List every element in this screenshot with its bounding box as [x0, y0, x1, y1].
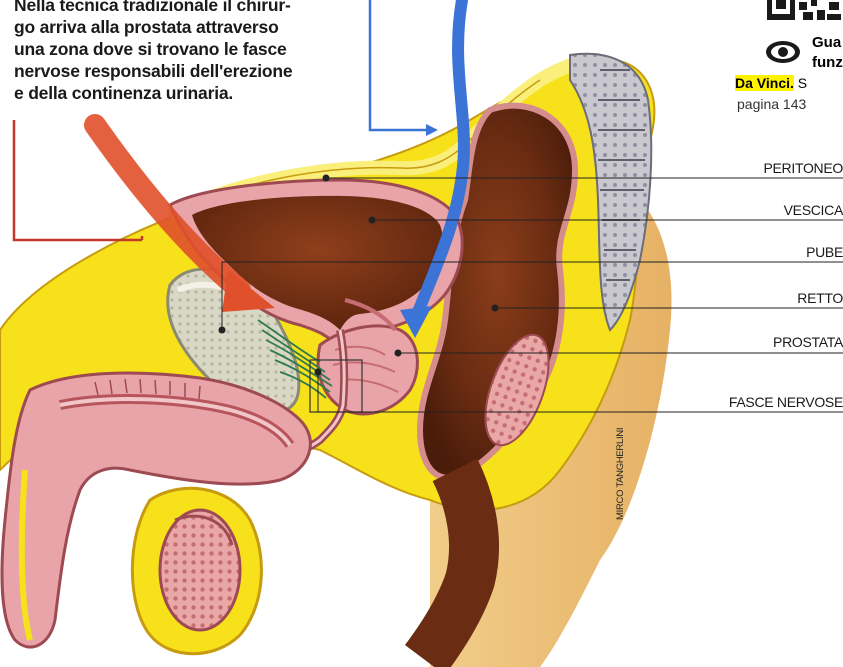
- qr-code-icon: [767, 0, 841, 20]
- see-text: Gua funz: [812, 33, 843, 73]
- label-retto: RETTO: [797, 290, 843, 306]
- label-prostata: PROSTATA: [773, 334, 843, 350]
- see-text-line-1: Gua: [812, 33, 843, 53]
- testis: [160, 510, 240, 630]
- davinci-link-rest: S: [794, 75, 807, 91]
- callout-blue: [370, 0, 432, 130]
- intro-line: una zona dove si trovano le fasce: [14, 38, 344, 60]
- intro-text: Nella tecnica tradizionale il chirur- go…: [14, 0, 344, 104]
- davinci-link[interactable]: Da Vinci. S: [735, 75, 807, 91]
- eye-icon: [766, 41, 800, 63]
- intro-line: nervose responsabili dell'erezione: [14, 60, 344, 82]
- see-text-line-2: funz: [812, 53, 843, 73]
- label-vescica: VESCICA: [784, 202, 843, 218]
- davinci-link-highlight[interactable]: Da Vinci.: [735, 75, 794, 91]
- intro-line: e della continenza urinaria.: [14, 82, 344, 104]
- artist-credit: MIRCO TANGHERLINI: [615, 428, 626, 520]
- page-reference: pagina 143: [737, 96, 806, 112]
- label-pube: PUBE: [806, 244, 843, 260]
- label-peritoneo: PERITONEO: [763, 160, 843, 176]
- intro-line: Nella tecnica tradizionale il chirur-: [14, 0, 344, 16]
- intro-line: go arriva alla prostata attraverso: [14, 16, 344, 38]
- label-fasce-nervose: FASCE NERVOSE: [729, 394, 843, 410]
